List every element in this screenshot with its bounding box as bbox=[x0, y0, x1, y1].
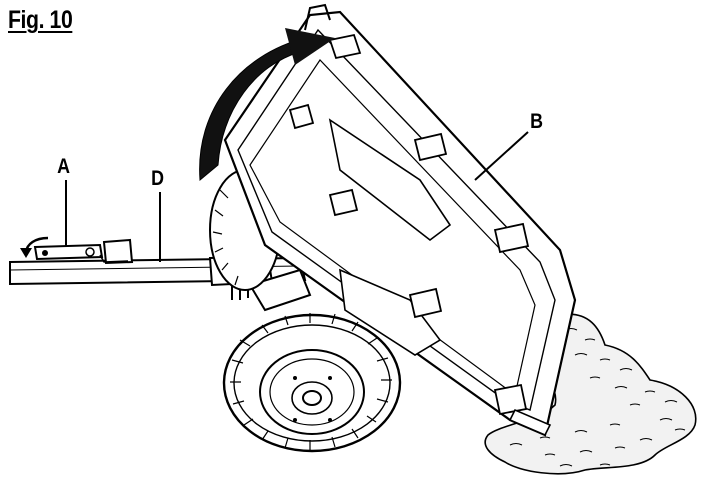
callout-leaders bbox=[65, 131, 529, 262]
front-wheel bbox=[222, 313, 402, 453]
callout-label-a: A bbox=[57, 155, 71, 178]
callout-label-b: B bbox=[530, 110, 544, 133]
tilt-motion-arrow-icon bbox=[199, 28, 335, 182]
latch-lever bbox=[33, 238, 134, 265]
leader-line-b bbox=[474, 131, 529, 181]
dump-bed bbox=[223, 3, 577, 437]
figure-title: Fig. 10 bbox=[8, 6, 73, 34]
callout-label-d: D bbox=[151, 167, 165, 190]
axle-support bbox=[248, 268, 312, 312]
rotate-arrow-icon bbox=[20, 236, 49, 258]
